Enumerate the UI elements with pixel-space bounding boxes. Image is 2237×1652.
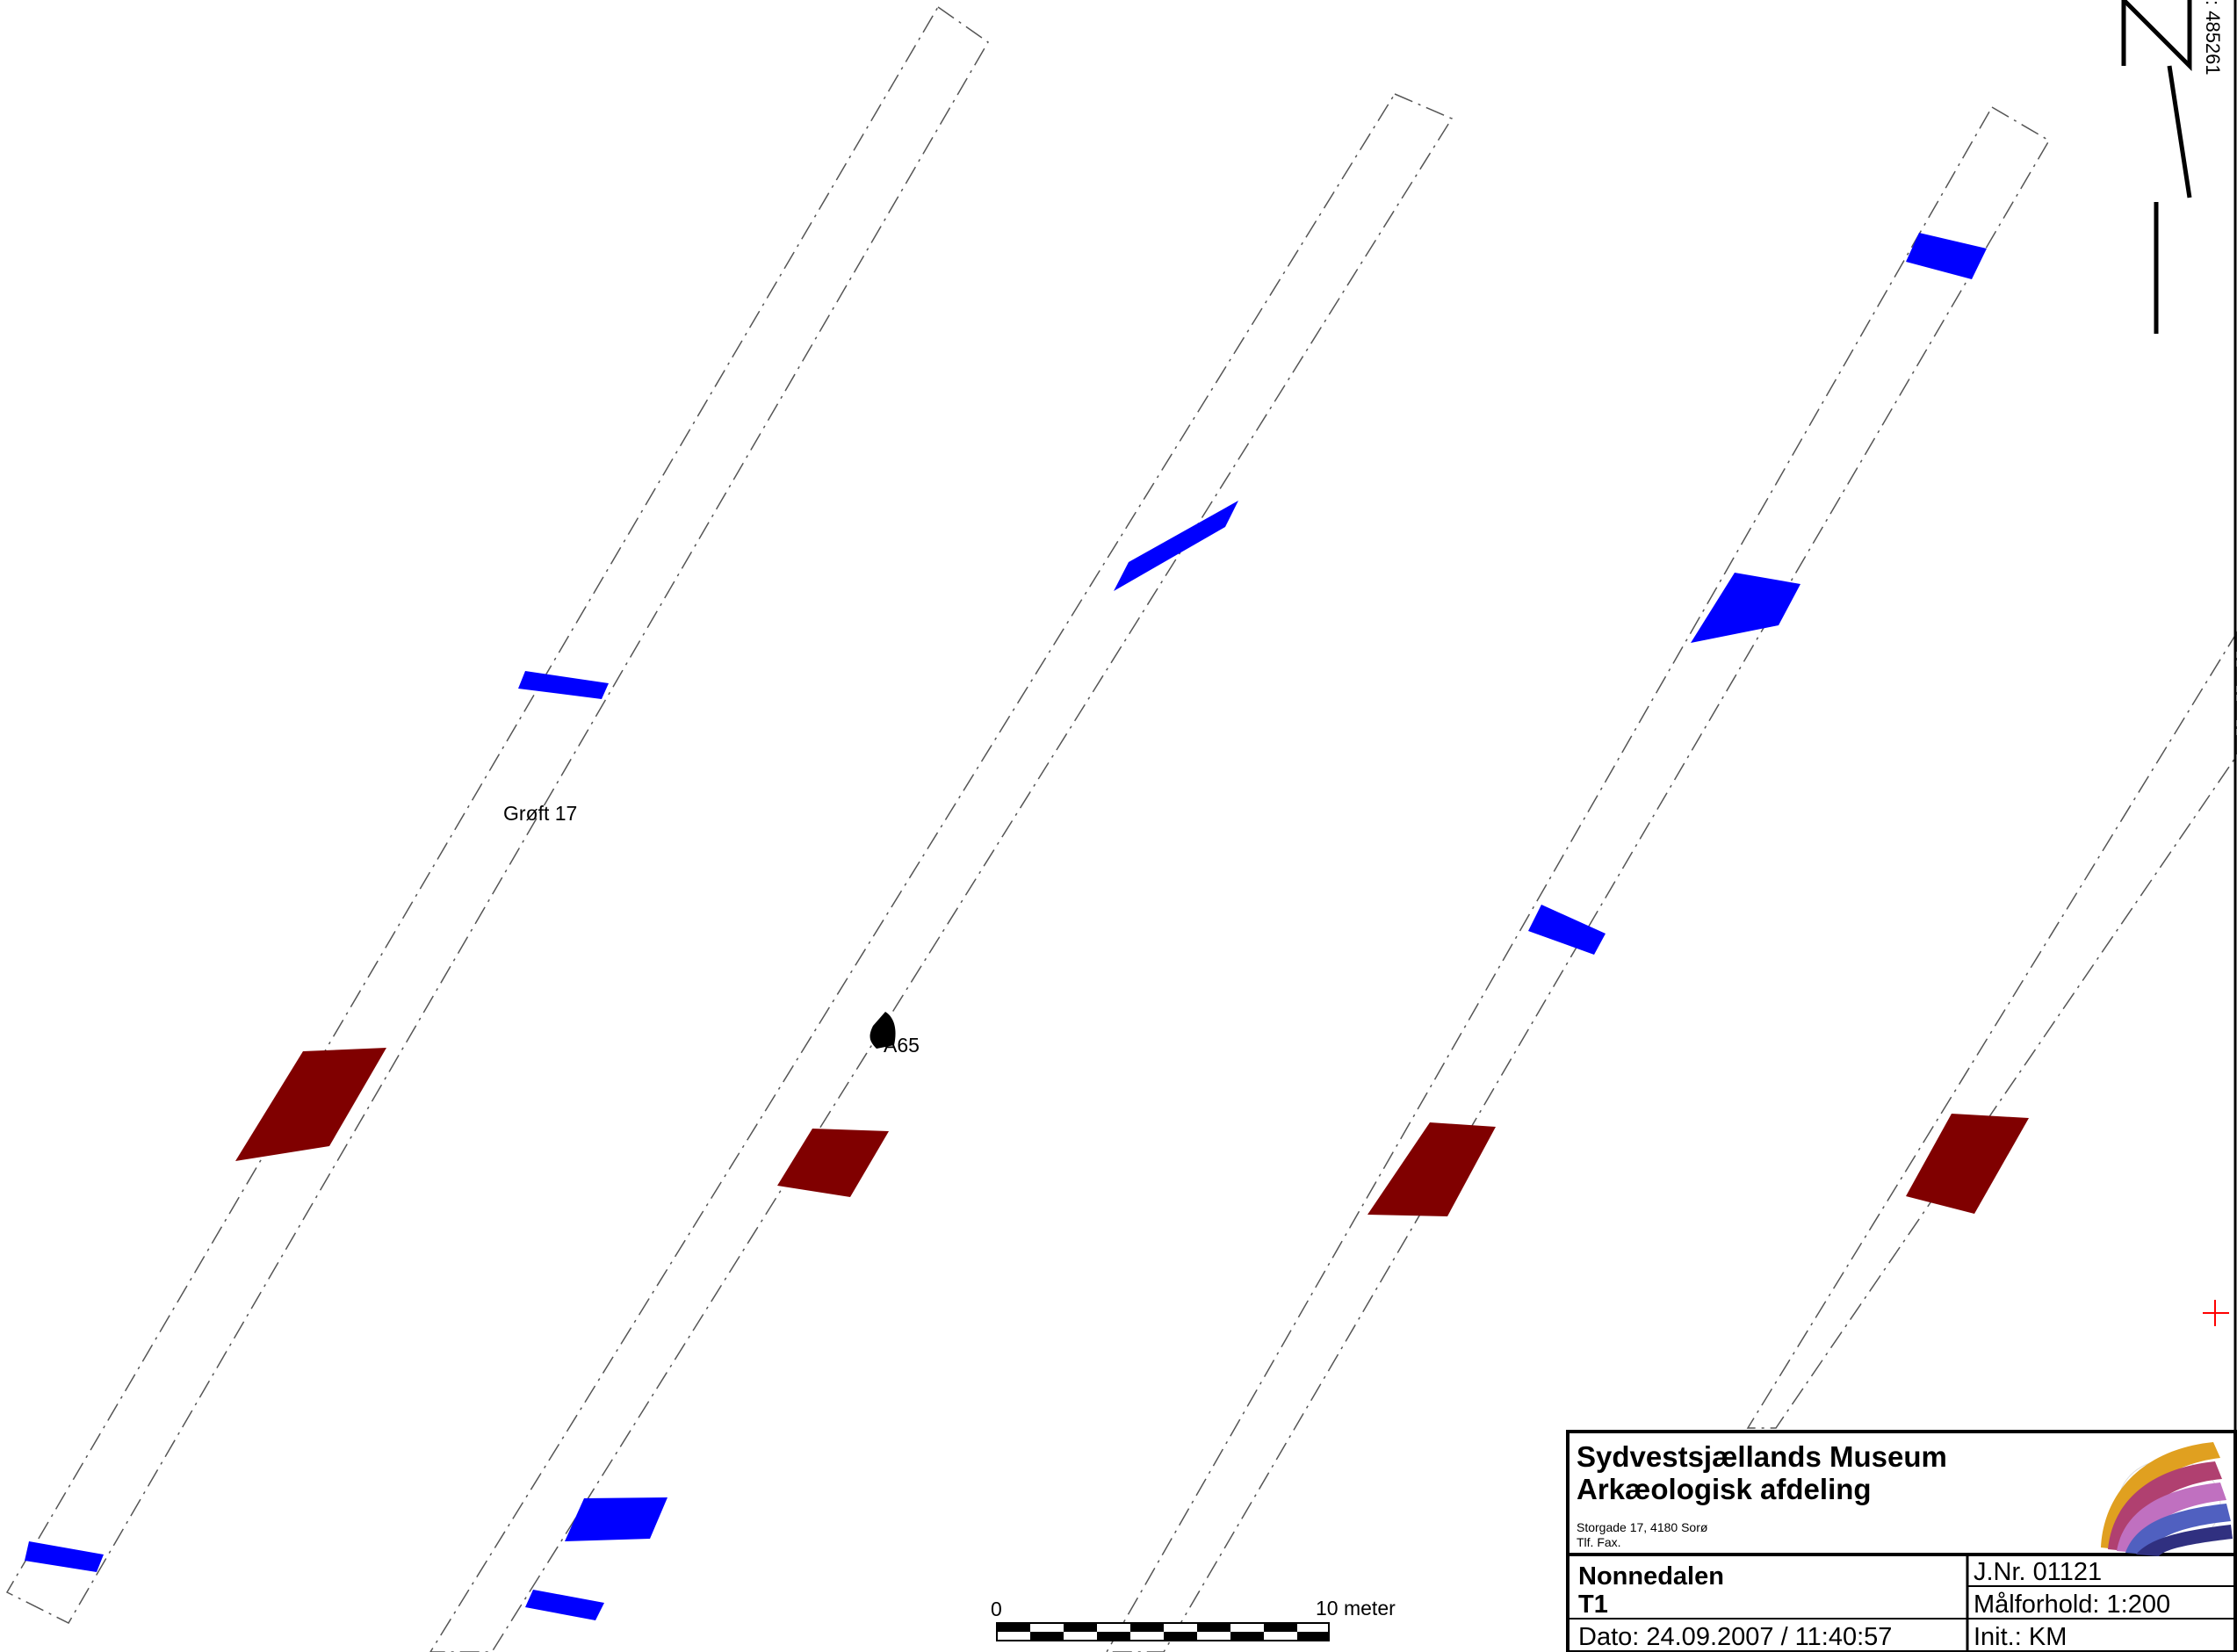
red-feature xyxy=(1367,1122,1496,1216)
sheet-number: T1 xyxy=(1578,1591,1608,1619)
north-arrow-icon xyxy=(2121,0,2192,334)
blue-feature xyxy=(525,1590,604,1620)
north-coordinate: : 485261 xyxy=(2202,0,2224,76)
blue-feature xyxy=(1906,233,1987,279)
organization-name: Sydvestsjællands Museum xyxy=(1577,1440,1947,1473)
department-name: Arkæologisk afdeling xyxy=(1577,1473,1872,1505)
trench-outline-1 xyxy=(5,5,989,1624)
initials-text: Init.: KM xyxy=(1974,1623,2067,1651)
blue-feature xyxy=(518,671,609,699)
scale-ratio: Målforhold: 1:200 xyxy=(1974,1591,2170,1619)
red-feature xyxy=(235,1048,386,1161)
pit-feature-a65 xyxy=(870,1012,896,1049)
trench-outline-2 xyxy=(429,93,1454,1652)
red-feature xyxy=(777,1129,889,1197)
survey-crosshair xyxy=(2203,1300,2229,1326)
scale-bar-end-label: 10 meter xyxy=(1316,1597,1396,1620)
site-name: Nonnedalen xyxy=(1578,1562,1724,1591)
trench-outline-4 xyxy=(1746,631,2237,1429)
blue-feature xyxy=(1114,501,1238,591)
blue-feature xyxy=(25,1541,104,1572)
trench-outline-3 xyxy=(1106,105,2051,1652)
red-feature xyxy=(1906,1114,2029,1214)
phone-fax-text: Tlf. Fax. xyxy=(1577,1535,1621,1549)
museum-logo-icon xyxy=(2101,1442,2233,1556)
date-text: Dato: 24.09.2007 / 11:40:57 xyxy=(1578,1623,1892,1651)
trench-label: Grøft 17 xyxy=(503,802,577,825)
address-text: Storgade 17, 4180 Sorø xyxy=(1577,1520,1708,1534)
blue-feature xyxy=(1528,905,1606,955)
scale-bar-start-label: 0 xyxy=(991,1598,1002,1620)
journal-number: J.Nr. 01121 xyxy=(1974,1558,2102,1586)
feature-label-a65: A65 xyxy=(884,1034,920,1057)
blue-feature xyxy=(1691,573,1800,643)
blue-feature xyxy=(565,1497,667,1541)
scale-bar xyxy=(996,1622,1330,1641)
